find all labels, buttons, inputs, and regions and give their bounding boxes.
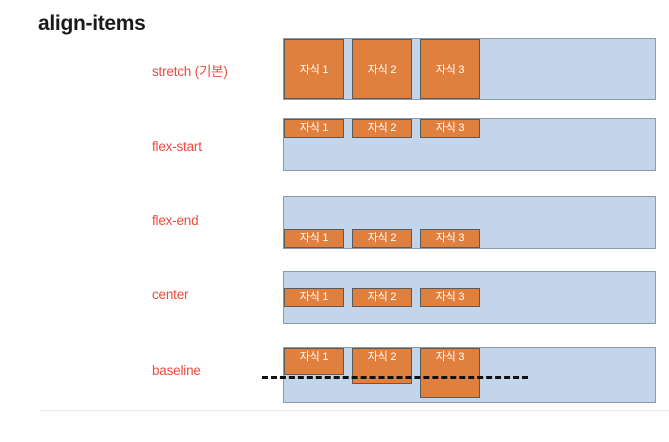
bottom-separator — [40, 410, 669, 411]
row-label-baseline: baseline — [152, 363, 201, 378]
flex-item: 자식 2 — [352, 229, 412, 248]
flex-item: 자식 1 — [284, 288, 344, 307]
flex-item: 자식 2 — [352, 119, 412, 138]
flex-item: 자식 2 — [352, 39, 412, 99]
flex-container-flex-start: 자식 1 자식 2 자식 3 — [283, 118, 656, 171]
flex-item: 자식 3 — [420, 229, 480, 248]
page-title: align-items — [38, 12, 146, 35]
flex-container-baseline: 자식 1 자식 2 자식 3 — [283, 347, 656, 403]
row-label-center: center — [152, 287, 189, 302]
flex-item: 자식 3 — [420, 119, 480, 138]
row-label-flex-end: flex-end — [152, 213, 199, 228]
flex-container-flex-end: 자식 1 자식 2 자식 3 — [283, 196, 656, 249]
flex-item: 자식 1 — [284, 348, 344, 375]
row-label-stretch: stretch (기본) — [152, 64, 228, 79]
flex-item: 자식 3 — [420, 39, 480, 99]
flex-item: 자식 3 — [420, 288, 480, 307]
baseline-guide-line — [262, 376, 528, 379]
row-label-flex-start: flex-start — [152, 139, 202, 154]
flex-item: 자식 2 — [352, 288, 412, 307]
flex-item: 자식 1 — [284, 119, 344, 138]
flex-container-stretch: 자식 1 자식 2 자식 3 — [283, 38, 656, 100]
flex-item: 자식 3 — [420, 348, 480, 398]
flex-container-center: 자식 1 자식 2 자식 3 — [283, 271, 656, 324]
flex-item: 자식 1 — [284, 229, 344, 248]
flex-item: 자식 1 — [284, 39, 344, 99]
